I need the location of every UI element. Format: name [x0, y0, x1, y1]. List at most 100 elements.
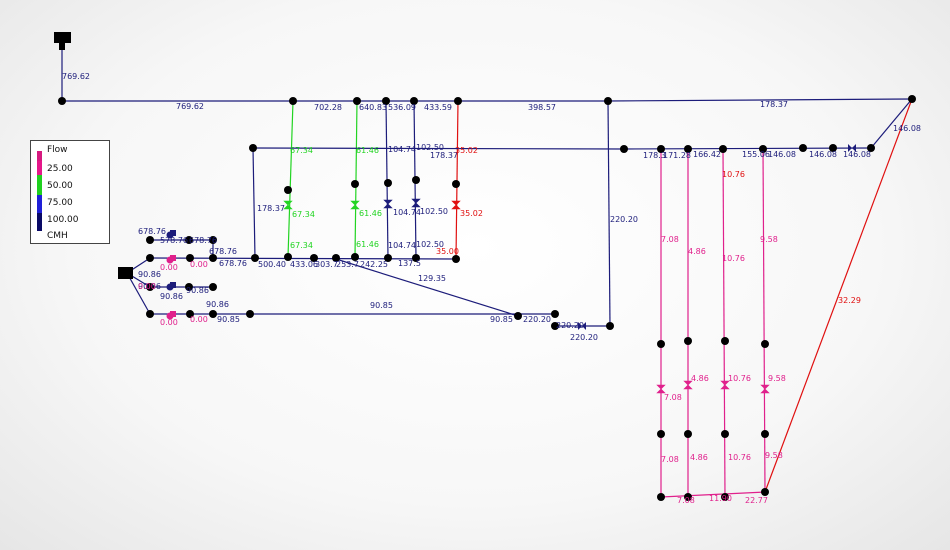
junction-node[interactable]	[684, 145, 692, 153]
junction-node[interactable]	[310, 254, 318, 262]
pipe[interactable]	[252, 147, 625, 150]
junction-node[interactable]	[604, 97, 612, 105]
pipe[interactable]	[607, 100, 611, 327]
flow-label: 61.46	[359, 209, 382, 218]
junction-node[interactable]	[551, 322, 559, 330]
junction-node[interactable]	[759, 145, 767, 153]
junction-node[interactable]	[209, 254, 217, 262]
junction-node[interactable]	[410, 97, 418, 105]
junction-node[interactable]	[412, 254, 420, 262]
junction-node[interactable]	[146, 254, 154, 262]
valve-icon[interactable]	[760, 384, 770, 394]
flow-label: 90.86	[138, 282, 161, 291]
flow-label: 769.62	[176, 102, 204, 111]
junction-node[interactable]	[353, 97, 361, 105]
junction-node[interactable]	[829, 144, 837, 152]
pipe[interactable]	[762, 148, 766, 493]
junction-node[interactable]	[657, 430, 665, 438]
junction-node[interactable]	[684, 337, 692, 345]
pipe[interactable]	[870, 98, 913, 149]
junction-node[interactable]	[146, 236, 154, 244]
junction-node[interactable]	[186, 310, 194, 318]
valve-icon[interactable]	[350, 200, 360, 210]
junction-node[interactable]	[606, 322, 614, 330]
junction-node[interactable]	[721, 493, 729, 501]
tank-icon	[59, 43, 65, 50]
junction-node[interactable]	[452, 255, 460, 263]
junction-node[interactable]	[719, 145, 727, 153]
junction-node[interactable]	[761, 340, 769, 348]
junction-node[interactable]	[209, 283, 217, 291]
junction-node[interactable]	[551, 310, 559, 318]
junction-node[interactable]	[761, 430, 769, 438]
flow-label: 178.3	[643, 151, 666, 160]
junction-node[interactable]	[186, 254, 194, 262]
junction-node[interactable]	[721, 337, 729, 345]
junction-node[interactable]	[251, 254, 259, 262]
flow-label: 220.20	[523, 315, 551, 324]
junction-node[interactable]	[384, 254, 392, 262]
junction-node[interactable]	[351, 253, 359, 261]
junction-node[interactable]	[908, 95, 916, 103]
flow-label: 433.06	[290, 260, 318, 269]
junction-node[interactable]	[382, 97, 390, 105]
valve-icon[interactable]	[683, 380, 693, 390]
junction-node[interactable]	[384, 179, 392, 187]
pipe[interactable]	[722, 148, 726, 498]
junction-node[interactable]	[209, 310, 217, 318]
junction-node[interactable]	[249, 144, 257, 152]
pump-icon	[170, 311, 176, 317]
junction-node[interactable]	[209, 236, 217, 244]
junction-node[interactable]	[185, 236, 193, 244]
junction-node[interactable]	[620, 145, 628, 153]
valve-icon[interactable]	[848, 144, 856, 152]
junction-node[interactable]	[514, 312, 522, 320]
valve-icon[interactable]	[578, 322, 586, 330]
valve-icon[interactable]	[383, 199, 393, 209]
junction-node[interactable]	[721, 430, 729, 438]
junction-node[interactable]	[684, 430, 692, 438]
junction-node[interactable]	[284, 186, 292, 194]
junction-node[interactable]	[657, 493, 665, 501]
reservoir-icon[interactable]	[118, 267, 133, 279]
junction-node[interactable]	[657, 145, 665, 153]
junction-node[interactable]	[284, 253, 292, 261]
junction-node[interactable]	[246, 310, 254, 318]
junction-node[interactable]	[412, 176, 420, 184]
flow-label: 104.74	[388, 145, 416, 154]
junction-node[interactable]	[332, 254, 340, 262]
valve-icon[interactable]	[656, 384, 666, 394]
junction-node[interactable]	[146, 310, 154, 318]
pipe[interactable]	[252, 147, 256, 259]
valve-icon[interactable]	[720, 380, 730, 390]
pipe[interactable]	[149, 257, 457, 260]
pipe[interactable]	[354, 100, 358, 258]
pipe[interactable]	[287, 100, 294, 258]
junction-node[interactable]	[684, 493, 692, 501]
valve-icon[interactable]	[283, 200, 293, 210]
pipe[interactable]	[126, 272, 151, 315]
junction-node[interactable]	[289, 97, 297, 105]
junction-node[interactable]	[454, 97, 462, 105]
junction-node[interactable]	[146, 283, 154, 291]
junction-node[interactable]	[58, 97, 66, 105]
flow-label: 146.08	[893, 124, 921, 133]
pipe[interactable]	[660, 491, 766, 498]
flow-label: 35.00	[436, 247, 459, 256]
pipe[interactable]	[607, 98, 913, 102]
junction-node[interactable]	[799, 144, 807, 152]
junction-node[interactable]	[351, 180, 359, 188]
pipe[interactable]	[764, 98, 913, 493]
valve-icon[interactable]	[411, 198, 421, 208]
pipe[interactable]	[335, 258, 519, 317]
junction-node[interactable]	[867, 144, 875, 152]
junction-node[interactable]	[761, 488, 769, 496]
valve-icon[interactable]	[451, 200, 461, 210]
flow-label: 67.34	[292, 210, 315, 219]
junction-node[interactable]	[657, 340, 665, 348]
pipe[interactable]	[455, 100, 459, 260]
tank-icon[interactable]	[54, 32, 71, 43]
junction-node[interactable]	[452, 180, 460, 188]
junction-node[interactable]	[185, 283, 193, 291]
